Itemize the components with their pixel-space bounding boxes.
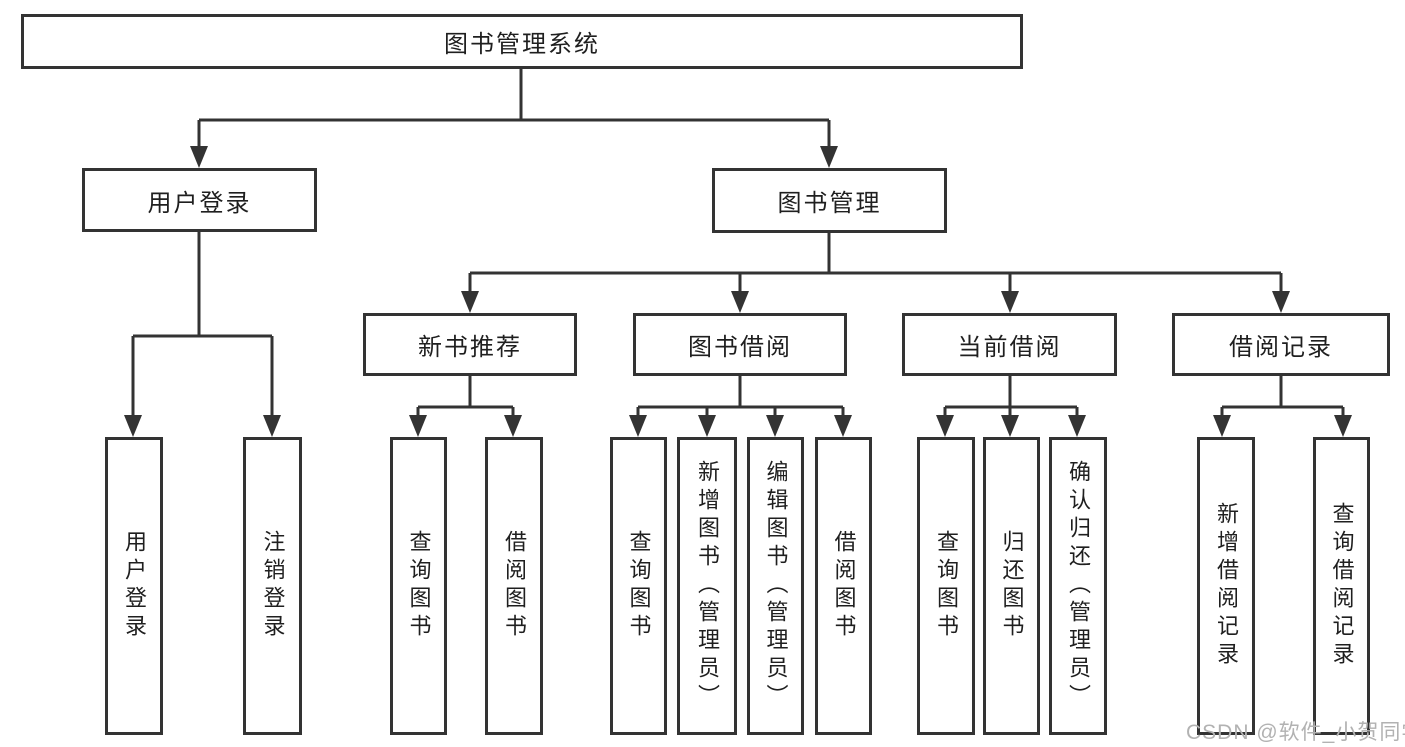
node-label: 图书管理 — [777, 190, 882, 217]
arrowhead-icon — [731, 291, 749, 313]
node-borrow-borrow-book: 借阅图书 — [815, 437, 872, 735]
arrowhead-icon — [766, 415, 784, 437]
arrowhead-icon — [461, 291, 479, 313]
node-newrec-borrow-book: 借阅图书 — [485, 437, 543, 735]
node-logout-login: 注销登录 — [243, 437, 302, 735]
node-user-login: 用户登录 — [105, 437, 163, 735]
node-current-query-book: 查询图书 — [917, 437, 975, 735]
node-records-add-record: 新增借阅记录 — [1197, 437, 1255, 735]
arrowhead-icon — [1213, 415, 1231, 437]
node-label: 图书借阅 — [688, 334, 792, 361]
node-label: 查询图书 — [626, 530, 652, 642]
node-label: 归还图书 — [999, 530, 1025, 642]
node-label: 确认归还（管理员） — [1066, 460, 1091, 712]
node-borrowing-records: 借阅记录 — [1172, 313, 1390, 376]
node-label: 查询借阅记录 — [1329, 502, 1355, 670]
node-current-borrowing: 当前借阅 — [902, 313, 1117, 376]
arrowhead-icon — [1068, 415, 1086, 437]
arrowhead-icon — [190, 146, 208, 168]
arrowhead-icon — [263, 415, 281, 437]
node-new-book-recommend: 新书推荐 — [363, 313, 577, 376]
arrowhead-icon — [1272, 291, 1290, 313]
node-label: 用户登录 — [147, 189, 252, 217]
node-label: 查询图书 — [406, 530, 432, 642]
node-records-query-record: 查询借阅记录 — [1313, 437, 1370, 735]
node-borrow-query-book: 查询图书 — [610, 437, 667, 735]
arrowhead-icon — [504, 415, 522, 437]
node-label: 新增图书（管理员） — [695, 460, 720, 712]
node-label: 图书管理系统 — [444, 31, 600, 58]
arrowhead-icon — [936, 415, 954, 437]
csdn-watermark: CSDN @软件_小贺同学 — [1186, 721, 1405, 744]
arrowhead-icon — [834, 415, 852, 437]
node-current-confirm-return-admin: 确认归还（管理员） — [1049, 437, 1107, 735]
node-label: 借阅图书 — [831, 530, 857, 642]
arrowhead-icon — [698, 415, 716, 437]
node-label: 新增借阅记录 — [1214, 502, 1239, 670]
arrowhead-icon — [124, 415, 142, 437]
arrowheads — [124, 146, 1352, 437]
arrowhead-icon — [1334, 415, 1352, 437]
node-newrec-query-book: 查询图书 — [390, 437, 447, 735]
node-current-return-book: 归还图书 — [983, 437, 1040, 735]
node-label: 借阅记录 — [1229, 334, 1333, 361]
node-label: 借阅图书 — [502, 530, 527, 642]
node-label: 用户登录 — [122, 530, 147, 642]
arrowhead-icon — [1001, 415, 1019, 437]
arrowhead-icon — [409, 415, 427, 437]
node-label: 查询图书 — [934, 530, 959, 642]
node-book-borrowing: 图书借阅 — [633, 313, 847, 376]
node-label: 注销登录 — [260, 530, 286, 642]
node-borrow-add-book-admin: 新增图书（管理员） — [677, 437, 737, 735]
node-label: 当前借阅 — [957, 334, 1062, 361]
node-borrow-edit-book-admin: 编辑图书（管理员） — [747, 437, 804, 735]
connector-lines — [131, 69, 1345, 417]
node-label: 编辑图书（管理员） — [763, 460, 789, 712]
node-user-login-group: 用户登录 — [82, 168, 317, 232]
node-book-management: 图书管理 — [712, 168, 947, 233]
arrowhead-icon — [629, 415, 647, 437]
arrowhead-icon — [820, 146, 838, 168]
arrowhead-icon — [1001, 291, 1019, 313]
node-label: 新书推荐 — [418, 334, 522, 361]
node-root: 图书管理系统 — [21, 14, 1023, 69]
